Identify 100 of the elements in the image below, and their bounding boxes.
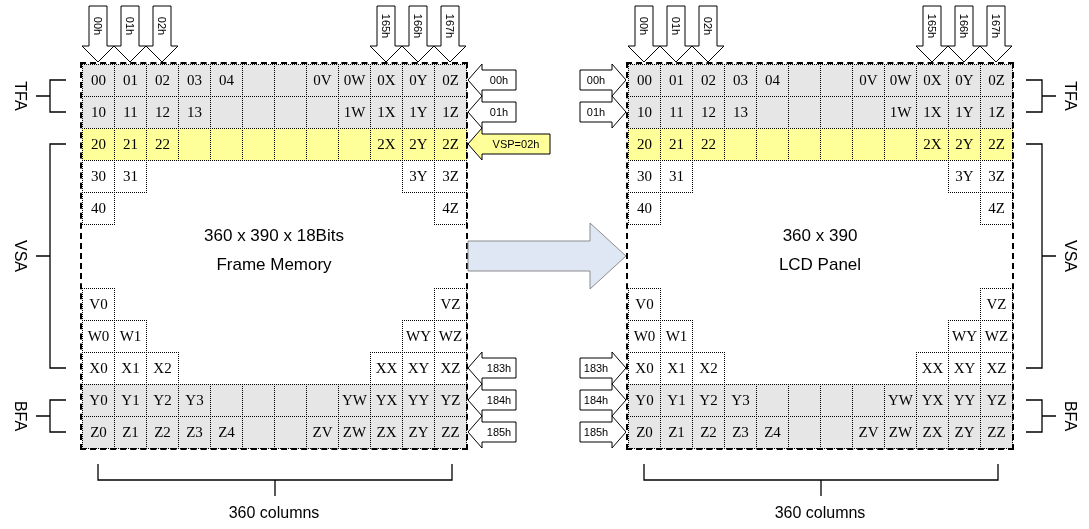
edge-label: 00h xyxy=(489,74,509,86)
block-arrow xyxy=(979,5,1013,63)
cell-label: Z0 xyxy=(636,424,653,441)
cell-label: Y3 xyxy=(731,392,750,409)
cell-label: 22 xyxy=(701,136,716,153)
cell-label: 13 xyxy=(187,104,202,121)
cell-label: Z3 xyxy=(186,424,203,441)
block-arrow xyxy=(467,351,517,385)
cell-label: X2 xyxy=(699,360,718,377)
width-label: 360 columns xyxy=(774,504,866,522)
cell-label: YW xyxy=(888,392,913,409)
cell-label: 3Y xyxy=(955,168,974,185)
area-label: TFA xyxy=(1061,81,1079,111)
panel-label: 360 x 390 xyxy=(782,226,858,246)
cell-label: 10 xyxy=(637,104,652,121)
cell-label: Y1 xyxy=(667,392,686,409)
cell-label: Z1 xyxy=(668,424,685,441)
cell-label: 21 xyxy=(669,136,684,153)
cell-label: V0 xyxy=(89,296,108,313)
block-arrow xyxy=(467,383,517,417)
cell-label: 0Y xyxy=(409,72,428,89)
cell-label: 31 xyxy=(123,168,138,185)
cell-label: 4Z xyxy=(988,200,1005,217)
edge-label: 167h xyxy=(444,13,456,39)
cell-label: V0 xyxy=(635,296,654,313)
block-arrow xyxy=(579,351,627,385)
cell-label: 02 xyxy=(155,72,170,89)
cell-label: 40 xyxy=(91,200,106,217)
cell-label: 1X xyxy=(377,104,396,121)
cell-label: 04 xyxy=(765,72,780,89)
cell-label: YX xyxy=(375,392,398,409)
area-label: TFA xyxy=(11,81,29,111)
cell-label: X0 xyxy=(89,360,108,377)
cell-label: 20 xyxy=(91,136,106,153)
cell-label: 0W xyxy=(343,72,366,89)
cell-label: Z2 xyxy=(154,424,171,441)
cell-label: YW xyxy=(342,392,367,409)
cell-label: WY xyxy=(406,328,431,345)
panel-label: LCD Panel xyxy=(778,255,862,275)
area-label: VSA xyxy=(1061,240,1079,272)
area-label: VSA xyxy=(11,240,29,272)
cell-label: 13 xyxy=(733,104,748,121)
block-arrow xyxy=(467,95,517,129)
cell-label: Z1 xyxy=(122,424,139,441)
cell-label: ZY xyxy=(954,424,975,441)
block-arrow xyxy=(659,5,693,63)
cell-label: Z4 xyxy=(764,424,781,441)
cell-label: 0X xyxy=(923,72,942,89)
cell-label: 21 xyxy=(123,136,138,153)
edge-label: 02h xyxy=(156,16,168,36)
cell-label: 1W xyxy=(343,104,366,121)
panel-label: 360 x 390 x 18Bits xyxy=(204,226,344,246)
edge-label: 165h xyxy=(380,13,392,39)
cell-label: W1 xyxy=(665,328,688,345)
cell-label: 22 xyxy=(155,136,170,153)
cell-label: 2Y xyxy=(955,136,974,153)
cell-label: XY xyxy=(953,360,976,377)
memory-panel xyxy=(626,62,1014,450)
cell-label: 01 xyxy=(669,72,684,89)
cell-label: 0Z xyxy=(442,72,459,89)
cell-label: 0X xyxy=(377,72,396,89)
cell-label: 04 xyxy=(219,72,234,89)
cell-label: Y0 xyxy=(635,392,654,409)
edge-label: 183h xyxy=(486,362,512,374)
edge-label: 01h xyxy=(489,106,509,118)
block-arrow xyxy=(467,63,517,97)
edge-label: 01h xyxy=(586,106,606,118)
edge-label: 166h xyxy=(412,13,424,39)
cell-label: 3Z xyxy=(442,168,459,185)
memory-cell xyxy=(980,128,1013,161)
cell-label: 1X xyxy=(923,104,942,121)
block-arrow xyxy=(145,5,179,63)
cell-label: 00 xyxy=(91,72,106,89)
cell-label: XY xyxy=(407,360,430,377)
cell-label: XZ xyxy=(440,360,461,377)
cell-label: 02 xyxy=(701,72,716,89)
block-arrow xyxy=(947,5,981,63)
cell-label: 11 xyxy=(669,104,684,121)
edge-label: 00h xyxy=(638,16,650,36)
cell-label: 0Y xyxy=(955,72,974,89)
block-arrow xyxy=(369,5,403,63)
edge-label: 00h xyxy=(586,74,606,86)
area-label: BFA xyxy=(1061,400,1079,432)
cell-label: 2X xyxy=(377,136,396,153)
cell-label: Z0 xyxy=(90,424,107,441)
cell-label: 40 xyxy=(637,200,652,217)
cell-label: XX xyxy=(921,360,944,377)
cell-label: 4Z xyxy=(442,200,459,217)
cell-label: Z4 xyxy=(218,424,235,441)
cell-label: 20 xyxy=(637,136,652,153)
edge-label: 184h xyxy=(583,394,609,406)
cell-label: YY xyxy=(953,392,976,409)
cell-label: 2Z xyxy=(442,136,459,153)
cell-label: XX xyxy=(375,360,398,377)
cell-label: YZ xyxy=(986,392,1007,409)
cell-label: W1 xyxy=(119,328,142,345)
cell-label: ZY xyxy=(408,424,429,441)
cell-label: 0V xyxy=(313,72,332,89)
cell-label: ZV xyxy=(312,424,333,441)
cell-label: 3Y xyxy=(409,168,428,185)
